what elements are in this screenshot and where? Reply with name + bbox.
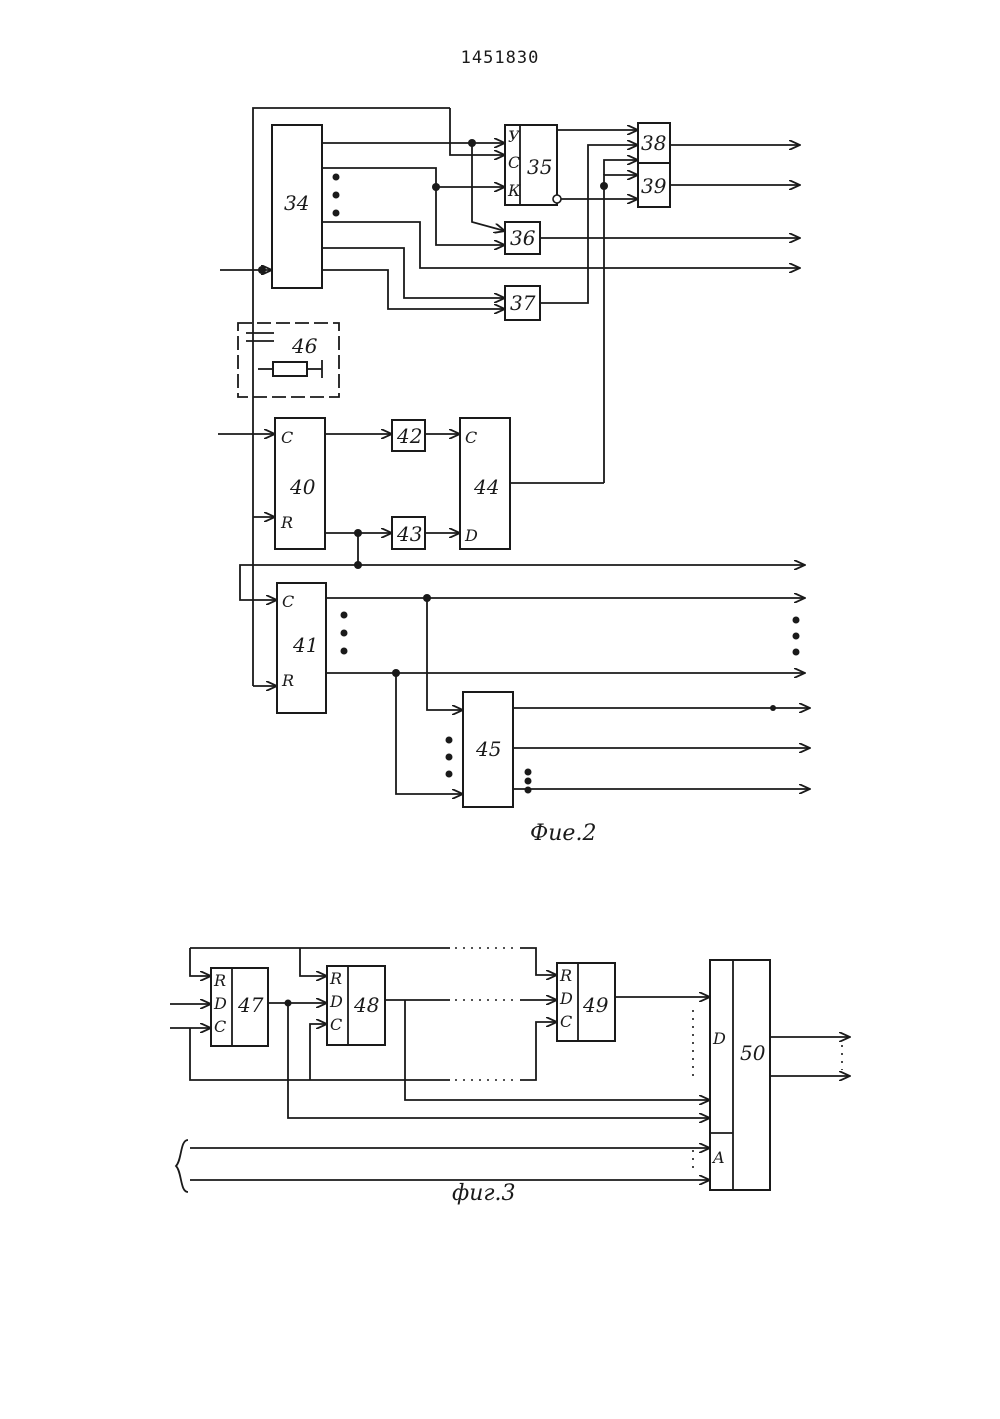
block-50-pin-d: D [712,1029,726,1048]
wire-44-to-39 [604,175,638,483]
wire-reset-to-47 [190,948,211,976]
ellipsis-dot [341,648,348,655]
block-44-label: 44 [473,475,499,499]
block-47-pin-d: D [213,994,227,1013]
page-number: 1451830 [420,48,580,68]
block-35-inverted-output [553,195,561,203]
wire-34-to-37-b [322,270,505,309]
block-49-pin-c: C [560,1012,572,1031]
block-43-label: 43 [396,522,422,546]
ellipsis-dot [333,210,340,217]
block-49-pin-r: R [559,966,572,985]
block-47-label: 47 [237,993,264,1017]
wire-44-to-38 [604,160,638,175]
figure-2-caption: Фие.2 [530,821,596,846]
block-40-pin-r: R [280,513,293,532]
block-35-pin-c: С [508,153,520,172]
junction [258,266,266,274]
wire-to-35-c [450,108,505,155]
brace-icon [176,1140,188,1192]
wire-to-36-b [436,187,505,245]
block-41-label: 41 [292,633,318,657]
block-35-pin-y: У [508,127,521,146]
ellipsis-dot [446,737,453,744]
ellipsis-dot [333,174,340,181]
block-48-pin-c: C [330,1015,342,1034]
wire-34-output [322,222,800,268]
block-46-label: 46 [291,334,318,358]
wire-reset-to-49 [520,948,557,975]
wire-41-to-45-b [396,673,463,794]
wire-reset-to-48 [300,948,327,976]
junction [770,705,776,711]
block-40-pin-c: C [281,428,293,447]
figure-3: R D C 47 R D C 48 R D C 49 D A 50 [170,948,850,1206]
ellipsis-dot [793,633,800,640]
wire-34-to-37-a [322,248,505,298]
resistor [273,362,307,376]
block-34-label: 34 [284,191,309,215]
block-48-pin-r: R [329,969,342,988]
block-35-pin-k: К [507,181,521,200]
junction [600,182,608,190]
figure-3-caption: фиг.3 [452,1181,516,1206]
ellipsis-dot [525,769,532,776]
wire-clock-to-49 [520,1022,557,1080]
block-47-pin-c: C [214,1017,226,1036]
junction [468,139,476,147]
ellipsis-dot [525,787,532,794]
junction [354,529,362,537]
ellipsis-dot [333,192,340,199]
block-49-label: 49 [582,993,609,1017]
block-36-label: 36 [510,226,536,250]
wire-clock-bus [190,1028,450,1080]
block-47-pin-r: R [213,971,226,990]
ellipsis-dot [341,630,348,637]
junction [432,183,440,191]
block-48-pin-d: D [329,992,343,1011]
wire-37-to-38 [540,145,638,303]
block-35-label: 35 [527,155,552,179]
block-42-label: 42 [396,424,422,448]
block-44-pin-d: D [464,526,478,545]
block-39-label: 39 [641,174,667,198]
block-38-label: 38 [641,131,666,155]
wire-clock-to-48 [310,1024,327,1080]
block-50-pin-a: A [711,1148,725,1167]
block-37-label: 37 [510,291,536,315]
block-41-pin-c: C [282,592,294,611]
wire-41-to-45-a [427,598,463,710]
block-48-label: 48 [353,993,379,1017]
block-40-label: 40 [289,475,316,499]
wire-34-to-35-k [322,168,505,187]
junction [285,1000,292,1007]
figure-2: 34 У С К 35 36 37 38 39 46 [218,108,810,846]
ellipsis-dot [341,612,348,619]
junction [392,669,400,677]
junction [423,594,431,602]
block-44-pin-c: C [465,428,477,447]
ellipsis-dot [446,754,453,761]
block-45-label: 45 [475,737,501,761]
ellipsis-dot [793,617,800,624]
ellipsis-dot [446,771,453,778]
block-49-pin-d: D [559,989,573,1008]
block-41-pin-r: R [281,671,294,690]
block-50-label: 50 [740,1041,766,1065]
ellipsis-dot [525,778,532,785]
ellipsis-dot [793,649,800,656]
